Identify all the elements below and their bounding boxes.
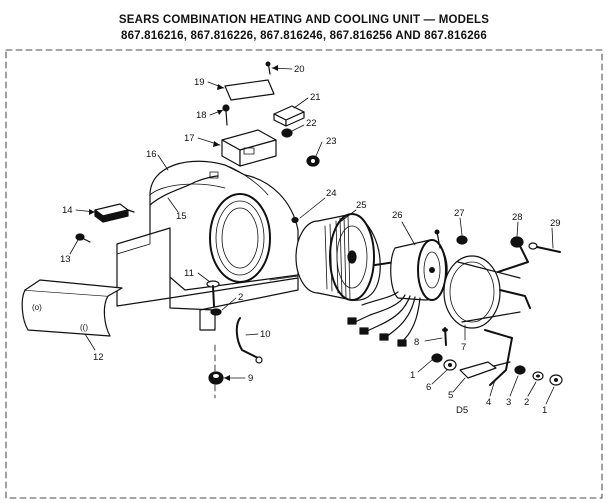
part-16-blower-housing <box>149 160 299 291</box>
callout-7: 7 <box>461 342 466 353</box>
callout-25: 25 <box>356 200 367 211</box>
part-12-panel: (o) (() <box>21 279 123 337</box>
motor-arm-lower <box>499 289 531 309</box>
callout-8: 8 <box>414 337 419 348</box>
part-24-screw <box>291 216 299 224</box>
callout-23: 23 <box>326 136 337 147</box>
callout-4: 4 <box>486 397 491 408</box>
callout-21: 21 <box>310 92 321 103</box>
part-19-label-plate <box>224 79 275 101</box>
part-8-bolt <box>442 327 448 346</box>
callout-5: 5 <box>448 390 453 401</box>
callout-labels: 19 20 21 22 18 17 23 16 15 14 13 12 11 2… <box>60 64 561 416</box>
part-6-washer <box>443 359 457 371</box>
part-10-wire <box>235 317 263 364</box>
part-1-nut-left <box>431 353 443 363</box>
part-15-wire-harness <box>149 171 219 206</box>
callout-20: 20 <box>294 64 305 75</box>
part-29-screw <box>528 242 561 253</box>
callout-9: 9 <box>248 373 253 384</box>
part-3-nut <box>514 365 526 375</box>
callout-17: 17 <box>184 133 195 144</box>
part-27-nut <box>456 235 468 245</box>
part-2-washer-upper <box>210 308 222 316</box>
callout-12: 12 <box>93 352 104 363</box>
diagram-title: SEARS COMBINATION HEATING AND COOLING UN… <box>118 14 490 26</box>
part-7-motor-mount <box>443 255 521 329</box>
part-28-bushing <box>497 236 529 273</box>
callout-18: 18 <box>196 110 207 121</box>
diagram-border <box>5 49 603 499</box>
callout-10: 10 <box>260 329 271 340</box>
part-20-screw <box>265 61 271 75</box>
blower-mounting-bracket <box>116 227 299 331</box>
callout-27: 27 <box>454 208 465 219</box>
callout-29: 29 <box>550 218 561 229</box>
callout-11: 11 <box>184 268 194 279</box>
part-26-motor <box>347 239 448 347</box>
part-1-nut-right <box>549 374 563 386</box>
callout-2b: 2 <box>524 397 529 408</box>
callout-3: 3 <box>506 397 511 408</box>
part-17-control-box <box>221 129 277 167</box>
panel-mark-b: (() <box>80 323 88 332</box>
part-5-capacitor <box>459 361 511 379</box>
panel-mark-a: (o) <box>32 303 42 312</box>
callout-22: 22 <box>306 118 317 129</box>
callout-26: 26 <box>392 210 403 221</box>
part-4-rod <box>484 329 513 386</box>
callout-1b: 1 <box>542 405 547 416</box>
part-2-washer-lower <box>532 371 544 381</box>
callout-24: 24 <box>326 188 337 199</box>
part-9-nut <box>208 344 224 399</box>
part-22-nut <box>281 128 293 138</box>
part-14-switch <box>94 203 135 223</box>
model-numbers: 867.816216, 867.816226, 867.816246, 867.… <box>120 30 488 42</box>
callout-2a: 2 <box>238 292 243 303</box>
part-13-screw <box>75 233 91 243</box>
part-11-bolt <box>206 280 220 307</box>
callout-16: 16 <box>146 149 157 160</box>
callout-13: 13 <box>60 254 71 265</box>
callout-15: 15 <box>176 211 187 222</box>
callout-19: 19 <box>194 77 205 88</box>
diagram-code: D5 <box>456 405 468 416</box>
part-21-relay <box>273 105 305 127</box>
callout-6: 6 <box>426 382 431 393</box>
callout-28: 28 <box>512 212 523 223</box>
callout-1a: 1 <box>410 370 415 381</box>
part-23-nut <box>306 155 320 167</box>
part-18-screw <box>222 104 230 126</box>
part-25-blower-wheel <box>295 213 381 301</box>
callout-14: 14 <box>62 205 73 216</box>
